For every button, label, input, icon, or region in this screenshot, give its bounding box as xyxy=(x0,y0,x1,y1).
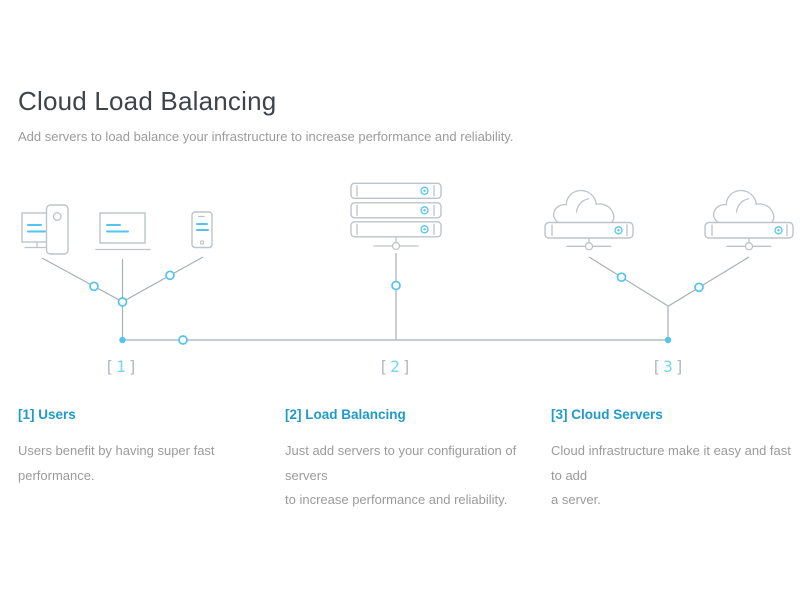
page-subtitle: Add servers to load balance your infrast… xyxy=(18,129,514,144)
section-users: [1] Users Users benefit by having super … xyxy=(18,407,273,488)
section-body: Cloud infrastructure make it easy and fa… xyxy=(551,443,791,507)
junction-dot xyxy=(119,336,126,344)
section-heading: [1] Users xyxy=(18,407,76,422)
cloud-server-icon xyxy=(544,189,634,251)
diagram-label-1: [1] xyxy=(104,357,140,376)
section-heading: [2] Load Balancing xyxy=(285,407,406,422)
connector-lines xyxy=(41,253,750,341)
section-load-balancing: [2] Load Balancing Just add servers to y… xyxy=(285,407,540,513)
section-body: Just add servers to your configuration o… xyxy=(285,443,517,507)
desktop-computer-icon xyxy=(21,204,69,255)
section-heading: [3] Cloud Servers xyxy=(551,407,663,422)
connection-node xyxy=(178,335,188,345)
server-stack-icon xyxy=(350,182,442,251)
diagram-label-2: [2] xyxy=(378,357,414,376)
section-cloud-servers: [3] Cloud Servers Cloud infrastructure m… xyxy=(551,407,793,513)
connection-node xyxy=(165,270,175,281)
section-body: Users benefit by having super fast perfo… xyxy=(18,443,215,483)
page-title: Cloud Load Balancing xyxy=(18,86,277,116)
connection-node xyxy=(616,272,627,283)
junction-dot xyxy=(664,336,672,344)
connection-node xyxy=(694,282,704,293)
connection-node xyxy=(117,297,128,307)
connection-nodes xyxy=(89,270,704,345)
connection-node xyxy=(89,281,99,292)
connection-node xyxy=(391,280,401,291)
laptop-icon xyxy=(95,212,151,251)
smartphone-icon xyxy=(191,211,213,249)
diagram-label-3: [3] xyxy=(651,357,687,376)
cloud-server-icon xyxy=(704,189,794,251)
